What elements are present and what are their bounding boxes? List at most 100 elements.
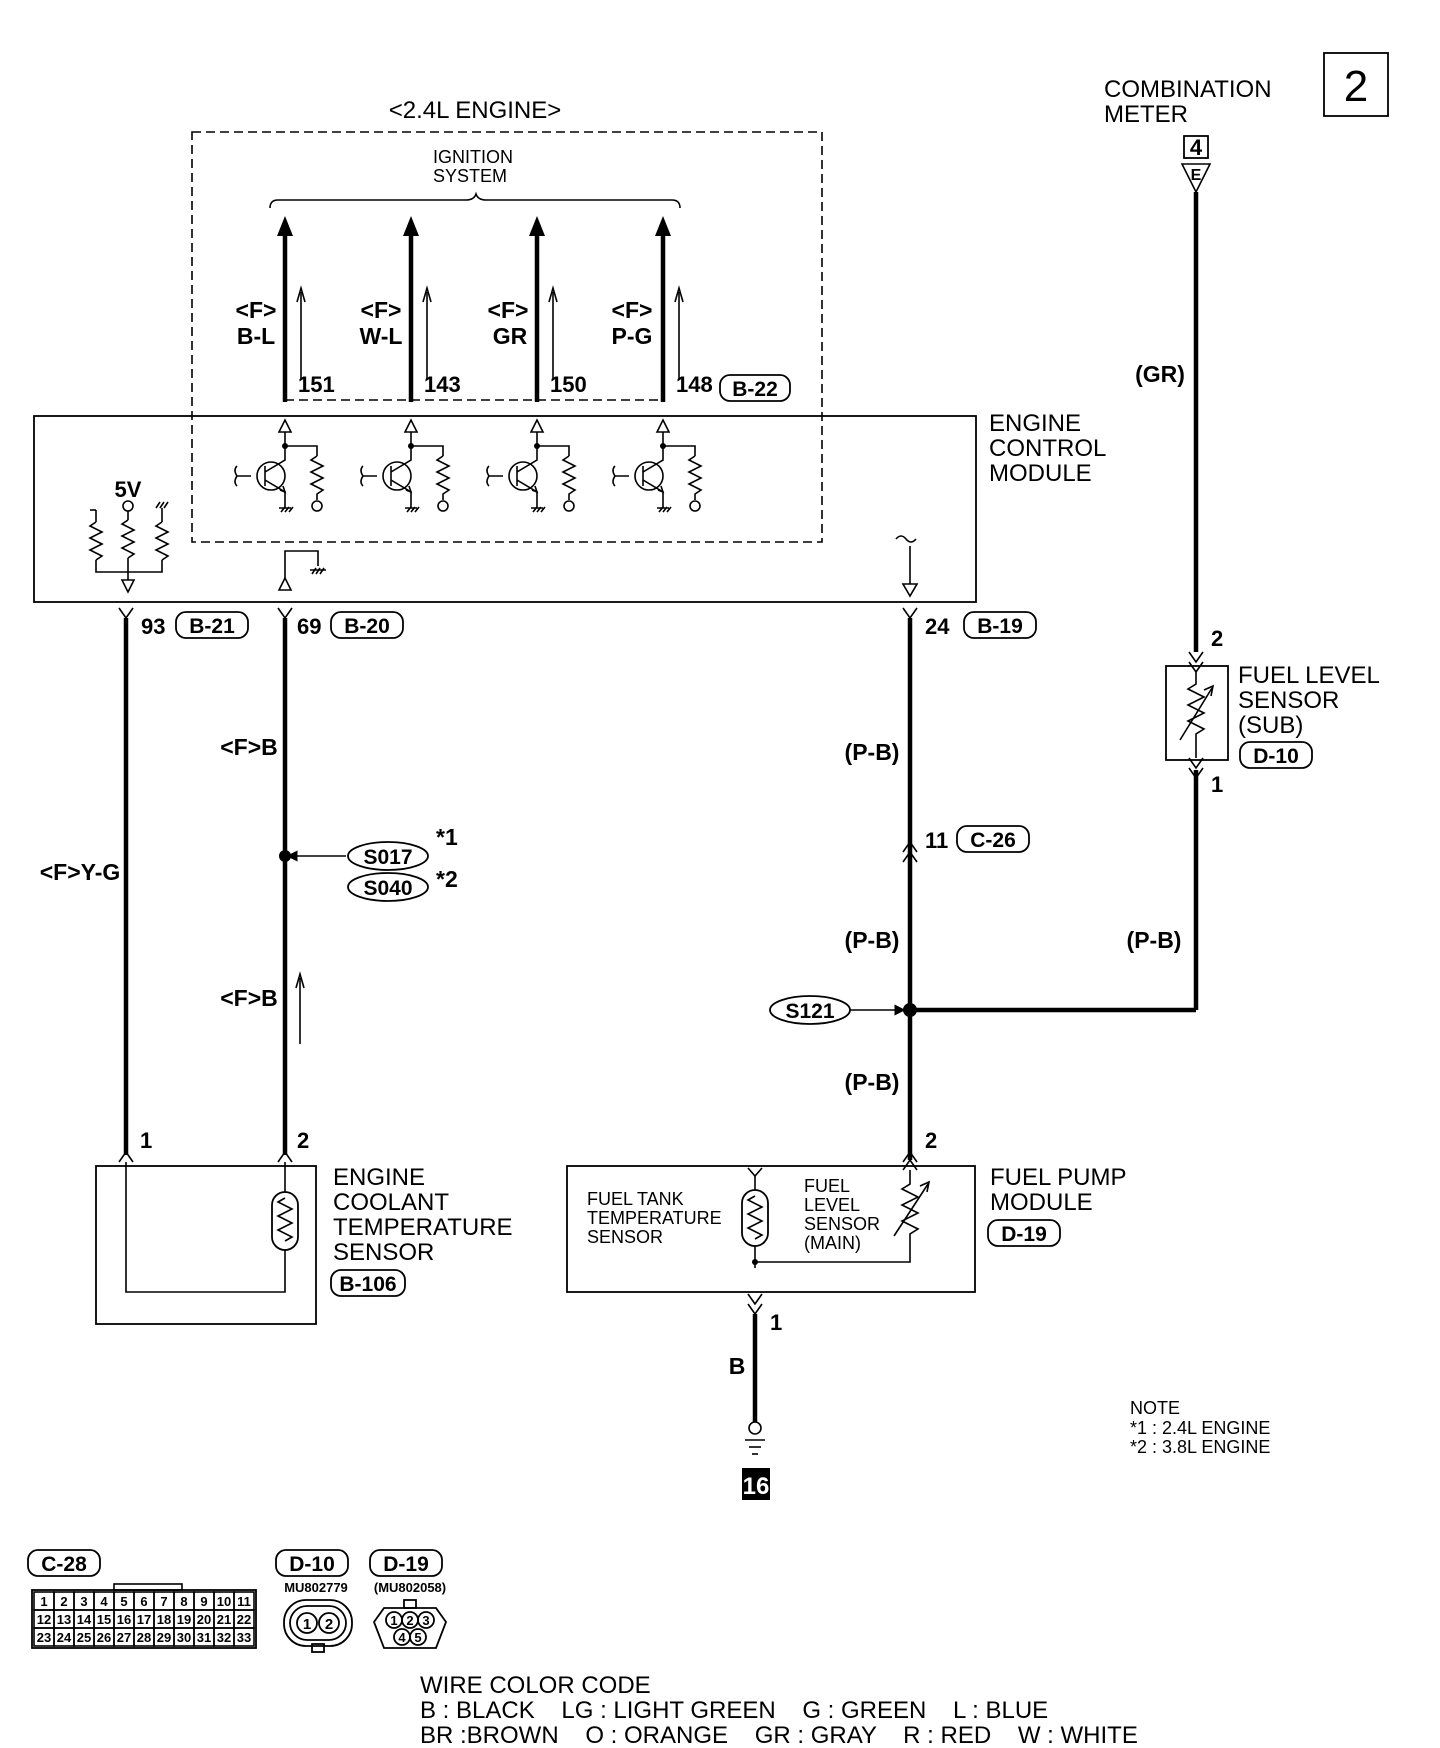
connector-view-d-19: D-19 (MU802058) 1 2 3 4 5 bbox=[369, 1549, 448, 1649]
connector-view-d-10-part: MU802779 bbox=[284, 1580, 348, 1595]
wire-color-code-line-1: B : BLACK LG : LIGHT GREEN G : GREEN L :… bbox=[420, 1697, 1048, 1724]
c-28-pin: 14 bbox=[77, 1612, 92, 1627]
combination-meter: COMBINATION METER 4 E bbox=[1104, 76, 1272, 194]
c-28-pin: 30 bbox=[177, 1630, 191, 1645]
splice-s040-id: S040 bbox=[363, 877, 412, 900]
splice-s121-id: S121 bbox=[785, 1000, 834, 1023]
fuel-level-sensor-sub: 2 1 FUEL LEVEL SENSOR (SUB) D-10 bbox=[1165, 626, 1380, 797]
wire-pump-lower-label: (P-B) bbox=[845, 1069, 900, 1095]
c-28-pin: 18 bbox=[157, 1612, 171, 1627]
ignition-output-3-pin: 150 bbox=[550, 372, 587, 397]
ground-point-number: 16 bbox=[743, 1473, 770, 1500]
intermediate-connector-id: C-26 bbox=[970, 829, 1016, 852]
wire-sub-sensor-label: (P-B) bbox=[1127, 927, 1182, 953]
wire-color-code: WIRE COLOR CODE B : BLACK LG : LIGHT GRE… bbox=[420, 1672, 1138, 1748]
main-sensor-name-4: (MAIN) bbox=[804, 1233, 861, 1253]
splice-s040-mark: *2 bbox=[436, 866, 458, 892]
transistor-driver-4 bbox=[612, 418, 703, 513]
c-28-pin: 20 bbox=[197, 1612, 211, 1627]
coolant-sensor-name-2: COOLANT bbox=[333, 1189, 449, 1216]
c-28-pin: 7 bbox=[160, 1594, 167, 1609]
fuel-pump-pin-top: 2 bbox=[925, 1128, 937, 1153]
c-28-pin: 10 bbox=[217, 1594, 231, 1609]
connector-view-d-10: D-10 MU802779 1 2 bbox=[275, 1549, 353, 1653]
c-28-pin: 11 bbox=[237, 1594, 251, 1609]
d-19-pin-2: 2 bbox=[406, 1613, 413, 1628]
ecm-pin-24: 24 B-19 bbox=[902, 607, 1037, 639]
ignition-output-1-opt: <F> bbox=[236, 297, 277, 323]
ecm-pin-69-number: 69 bbox=[297, 614, 321, 639]
ignition-output-3: <F> GR 150 bbox=[488, 216, 587, 402]
ignition-output-1: <F> B-L 151 bbox=[236, 216, 335, 402]
fuel-level-sub-connector: D-10 bbox=[1253, 745, 1299, 768]
ignition-output-3-color: GR bbox=[493, 323, 528, 349]
fuel-pump-module: 2 FUEL PUMP MODULE D-19 FUEL TANK TEMPER… bbox=[566, 1128, 1126, 1335]
c-28-pin: 17 bbox=[137, 1612, 151, 1627]
page-number: 2 bbox=[1344, 62, 1368, 111]
wire-sensor-return-upper-label: <F>B bbox=[220, 734, 278, 760]
fuel-level-sub-pin-bottom: 1 bbox=[1211, 772, 1223, 797]
wire-combination-meter: (GR) (P-B) bbox=[910, 192, 1199, 1013]
ecm-ground-circuit bbox=[277, 550, 326, 591]
transistor-driver-2 bbox=[360, 418, 451, 513]
d-19-pin-1: 1 bbox=[390, 1613, 397, 1628]
c-28-pin: 19 bbox=[177, 1612, 191, 1627]
combination-meter-pin-letter: E bbox=[1191, 167, 1202, 184]
c-28-pin: 2 bbox=[60, 1594, 67, 1609]
c-28-pin: 24 bbox=[57, 1630, 72, 1645]
wire-fuel-pump-feed: (P-B) 11 C-26 (P-B) (P-B) bbox=[845, 618, 1030, 1160]
ecm-name-1: ENGINE bbox=[989, 410, 1081, 437]
transistor-driver-3 bbox=[486, 418, 577, 513]
ground-point-badge: 16 bbox=[742, 1468, 770, 1500]
ground-circuit: B 16 bbox=[729, 1314, 770, 1500]
ignition-output-2-opt: <F> bbox=[361, 297, 402, 323]
engine-2-4l-block: <2.4L ENGINE> IGNITION SYSTEM bbox=[191, 97, 823, 543]
ignition-output-4-color: P-G bbox=[612, 323, 653, 349]
ecm-name-3: MODULE bbox=[989, 460, 1092, 487]
splice-s121: S121 bbox=[769, 995, 851, 1025]
combination-meter-name-2: METER bbox=[1104, 101, 1188, 128]
splice-s017-mark: *1 bbox=[436, 824, 458, 850]
c-28-pin: 25 bbox=[77, 1630, 91, 1645]
wire-color-code-line-2: BR :BROWN O : ORANGE GR : GRAY R : RED W… bbox=[420, 1722, 1138, 1748]
ecm-pin-connectors: 93 B-21 69 B-20 24 B-19 bbox=[118, 607, 1037, 639]
ignition-output-1-color: B-L bbox=[237, 323, 275, 349]
ignition-output-4-pin: 148 bbox=[676, 372, 713, 397]
note-block: NOTE *1 : 2.4L ENGINE *2 : 3.8L ENGINE bbox=[1130, 1398, 1270, 1457]
ignition-output-2-color: W-L bbox=[360, 323, 403, 349]
connector-view-c-28-id: C-28 bbox=[41, 1553, 87, 1576]
connector-view-d-10-id: D-10 bbox=[289, 1553, 335, 1576]
fuel-pump-name-2: MODULE bbox=[990, 1189, 1093, 1216]
ground-wire-label: B bbox=[729, 1353, 746, 1379]
ecm-pin-93-number: 93 bbox=[141, 614, 165, 639]
ecm-pin-93-connector: B-21 bbox=[189, 615, 235, 638]
coolant-sensor-name-1: ENGINE bbox=[333, 1164, 425, 1191]
tank-sensor-name-1: FUEL TANK bbox=[587, 1189, 684, 1209]
main-sensor-name-2: LEVEL bbox=[804, 1195, 860, 1215]
ignition-output-2-pin: 143 bbox=[424, 372, 461, 397]
wire-color-code-title: WIRE COLOR CODE bbox=[420, 1672, 651, 1699]
wire-pump-mid-label: (P-B) bbox=[845, 927, 900, 953]
engine-block-title: <2.4L ENGINE> bbox=[389, 97, 562, 124]
ignition-system-brace bbox=[269, 191, 681, 209]
note-line-1: *1 : 2.4L ENGINE bbox=[1130, 1418, 1270, 1438]
ignition-output-4-opt: <F> bbox=[612, 297, 653, 323]
note-line-2: *2 : 3.8L ENGINE bbox=[1130, 1437, 1270, 1457]
transistor-drivers bbox=[234, 418, 703, 513]
tank-sensor-name-2: TEMPERATURE bbox=[587, 1208, 722, 1228]
ignition-output-3-opt: <F> bbox=[488, 297, 529, 323]
connector-b-22-tag: B-22 bbox=[719, 374, 791, 402]
wire-pump-upper-label: (P-B) bbox=[845, 739, 900, 765]
ecm-fuel-level-input bbox=[895, 535, 919, 598]
ecm-name-2: CONTROL bbox=[989, 435, 1106, 462]
c-28-pin: 31 bbox=[197, 1630, 211, 1645]
c-28-pin: 21 bbox=[217, 1612, 231, 1627]
connector-view-d-19-part: (MU802058) bbox=[374, 1580, 446, 1595]
main-sensor-name-1: FUEL bbox=[804, 1176, 850, 1196]
c-28-pin: 13 bbox=[57, 1612, 71, 1627]
c-28-pin: 8 bbox=[180, 1594, 187, 1609]
supply-5v-label: 5V bbox=[115, 477, 142, 502]
